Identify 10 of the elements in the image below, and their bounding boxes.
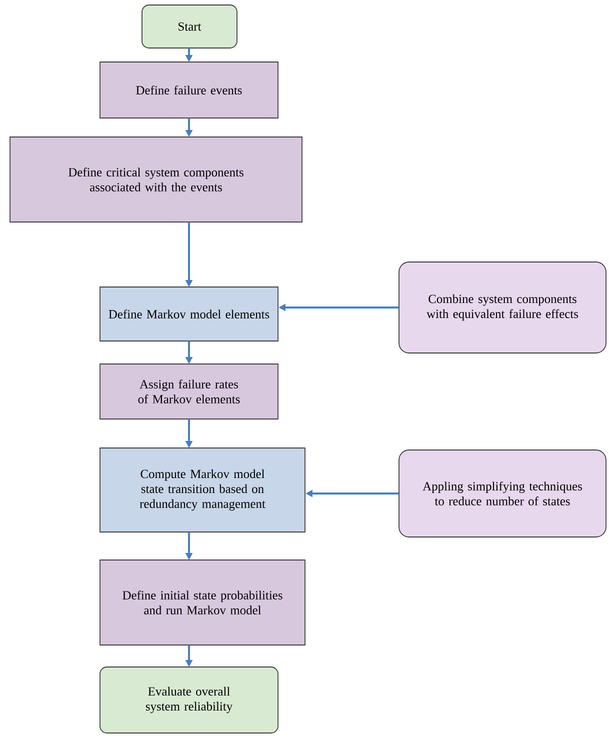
process-box: Define initial state probabilities and run Markov model [100, 560, 306, 646]
process-box: Define critical system components associated with the events [10, 136, 302, 222]
process-box: Define Markov model elements [100, 286, 278, 342]
process-box: Compute Markov model state transition based on redundancy management [100, 448, 306, 532]
note-box: Combine system components with equivalent failure effects [398, 262, 606, 354]
process-box: Assign failure rates of Markov elements [100, 364, 278, 420]
terminal-box: Evaluate overall system reliability [100, 666, 278, 734]
note-box: Appling simplifying techniques to reduce number of states [398, 450, 606, 538]
process-box: Define failure events [100, 62, 278, 118]
terminal-box: Start [142, 4, 238, 48]
